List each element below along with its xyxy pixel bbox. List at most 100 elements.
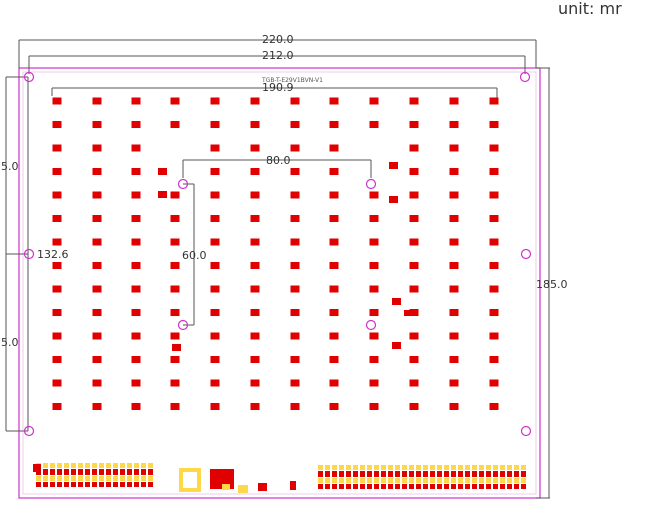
led-pad: [449, 285, 459, 293]
led-pad: [52, 285, 62, 293]
led-pad: [131, 403, 141, 410]
led-pad: [290, 168, 300, 175]
connector-pad: [43, 482, 48, 487]
connector-pad: [458, 471, 463, 477]
led-pad: [131, 238, 141, 246]
led-pad: [92, 262, 102, 269]
connector-pin: [430, 465, 435, 470]
connector-pin: [437, 465, 442, 470]
led-pad: [250, 332, 260, 340]
led-pad: [409, 121, 419, 128]
connector-pad: [85, 469, 90, 475]
led-pad: [250, 238, 260, 246]
led-pad: [131, 356, 141, 363]
led-pad: [92, 215, 102, 222]
connector-pad: [134, 482, 139, 487]
led-pad: [369, 285, 379, 293]
connector-pad: [127, 482, 132, 487]
led-pad: [489, 191, 499, 199]
hole-mount-4: [365, 319, 377, 331]
connector-pad: [472, 471, 477, 477]
connector-pin: [409, 465, 414, 470]
led-pad: [329, 121, 339, 128]
connector-pin: [120, 476, 125, 481]
led-pad: [170, 97, 180, 105]
connector-pad: [409, 484, 414, 489]
led-pad: [489, 379, 499, 387]
connector-pad: [451, 471, 456, 477]
led-pad: [52, 332, 62, 340]
led-pad: [210, 403, 220, 410]
connector-pin: [318, 478, 323, 483]
connector-pin: [521, 478, 526, 483]
led-pad: [489, 238, 499, 246]
led-pad: [489, 144, 499, 152]
connector-pin: [353, 465, 358, 470]
connector-pin: [64, 476, 69, 481]
led-pad: [409, 356, 419, 363]
led-pad-grid: [52, 97, 499, 410]
led-pad: [131, 379, 141, 387]
connector-pin: [36, 476, 41, 481]
led-pad: [92, 168, 102, 175]
dim-overall-width: [18, 39, 537, 68]
connector-pin: [395, 465, 400, 470]
dim-mount-height: [183, 183, 195, 326]
led-pad: [131, 121, 141, 128]
connector-pin: [500, 465, 505, 470]
led-pad: [489, 97, 499, 105]
connector-pad: [113, 469, 118, 475]
connector-pin: [465, 478, 470, 483]
connector-pad: [318, 471, 323, 477]
connector-pad: [416, 471, 421, 477]
led-pad: [369, 332, 379, 340]
bottom-connectors: [33, 463, 526, 489]
led-pad: [489, 332, 499, 340]
led-pad: [369, 356, 379, 363]
mounting-holes: [23, 71, 532, 437]
led-pad: [250, 168, 260, 175]
connector-pad: [106, 469, 111, 475]
connector-pad: [423, 484, 428, 489]
hole-mid-left: [23, 248, 35, 260]
bottom-center-components: [179, 468, 296, 493]
dim-mount-span-label: 80.0: [266, 154, 291, 167]
connector-pad: [134, 469, 139, 475]
led-pad: [131, 97, 141, 105]
connector-pad: [493, 471, 498, 477]
connector-pin: [346, 478, 351, 483]
connector-pin: [402, 478, 407, 483]
led-pad: [92, 144, 102, 152]
led-pad: [170, 379, 180, 387]
led-pad: [449, 144, 459, 152]
connector-pin: [402, 465, 407, 470]
connector-pin: [507, 478, 512, 483]
connector-pad: [64, 469, 69, 475]
connector-pad: [325, 471, 330, 477]
dim-overall-width-label: 220.0: [262, 33, 294, 46]
connector-pad: [444, 471, 449, 477]
connector-pad: [43, 469, 48, 475]
led-pad: [329, 168, 339, 175]
hole-mid-right: [520, 248, 532, 260]
connector-pad: [521, 484, 526, 489]
led-pad: [170, 238, 180, 246]
led-pad: [369, 379, 379, 387]
led-pad: [329, 262, 339, 269]
connector-pin: [85, 463, 90, 468]
connector-pin: [318, 465, 323, 470]
connector-pin: [430, 478, 435, 483]
led-pad: [329, 238, 339, 246]
connector-pin: [514, 465, 519, 470]
connector-pad: [353, 471, 358, 477]
connector-pad: [360, 471, 365, 477]
hole-top-left: [23, 71, 35, 83]
led-pad: [449, 97, 459, 105]
led-pad: [52, 379, 62, 387]
led-pad: [210, 356, 220, 363]
hole-mount-1: [177, 178, 189, 190]
connector-pad: [381, 484, 386, 489]
led-pad: [290, 97, 300, 105]
connector-pad: [120, 469, 125, 475]
